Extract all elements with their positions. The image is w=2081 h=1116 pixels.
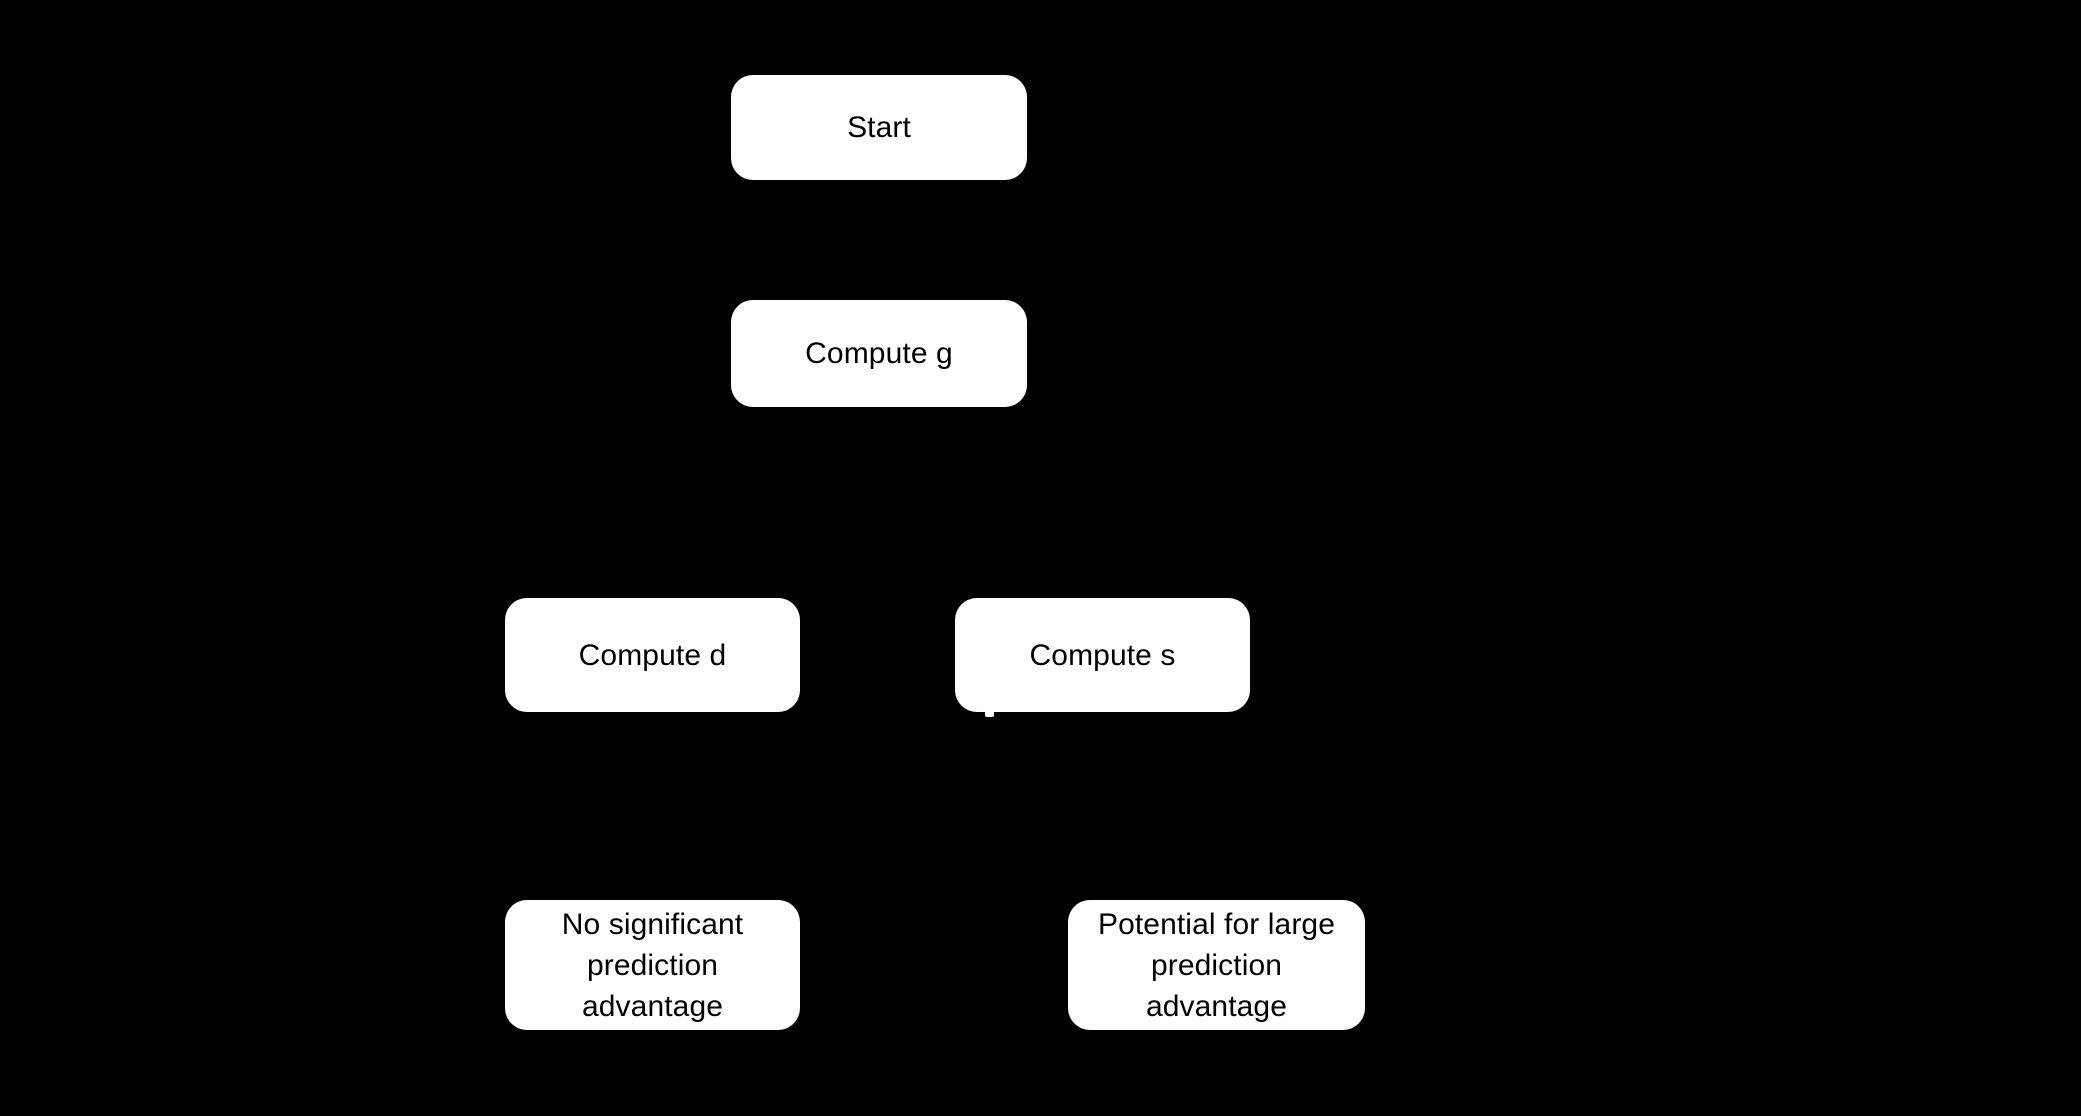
edge-compute-g-split-bar: [651, 491, 1103, 494]
node-compute-s-label: Compute s: [1029, 638, 1176, 672]
edge-arrow-compute-d-to-outcome-left: [643, 887, 661, 900]
edge-compute-g-to-compute-d: [651, 491, 654, 585]
node-outcome-left-label: No significant prediction advantage: [561, 907, 744, 1023]
node-compute-g-label: Compute g: [805, 337, 953, 370]
node-compute-s[interactable]: Compute s: [955, 598, 1250, 712]
edge-compute-g-trunk: [877, 407, 880, 491]
node-start[interactable]: Start: [731, 75, 1027, 180]
node-start-label: Start: [847, 111, 911, 144]
edge-arrow-compute-g-to-compute-s: [1092, 585, 1110, 598]
edge-stub-compute-s: [985, 710, 994, 717]
edge-compute-s-to-outcome-right-drop: [1213, 772, 1216, 887]
edge-start-to-compute-g: [877, 180, 880, 287]
edge-compute-s-to-outcome-right: [1100, 712, 1103, 772]
edge-arrow-compute-s-to-outcome-right: [1205, 887, 1223, 900]
node-compute-d[interactable]: Compute d: [505, 598, 800, 712]
edge-compute-g-to-compute-s: [1100, 491, 1103, 585]
edge-compute-s-to-outcome-right-bend: [1100, 772, 1216, 775]
node-outcome-no-significant-advantage[interactable]: No significant prediction advantage: [505, 900, 800, 1030]
node-compute-d-label: Compute d: [578, 638, 727, 672]
edge-arrow-compute-g-to-compute-d: [643, 585, 661, 598]
node-outcome-right-label: Potential for large prediction advantage: [1097, 907, 1336, 1023]
node-outcome-large-advantage[interactable]: Potential for large prediction advantage: [1068, 900, 1365, 1030]
node-compute-g[interactable]: Compute g: [731, 300, 1027, 407]
edge-compute-d-to-outcome-left: [651, 712, 654, 887]
edge-arrow-start-to-compute-g: [869, 287, 887, 300]
